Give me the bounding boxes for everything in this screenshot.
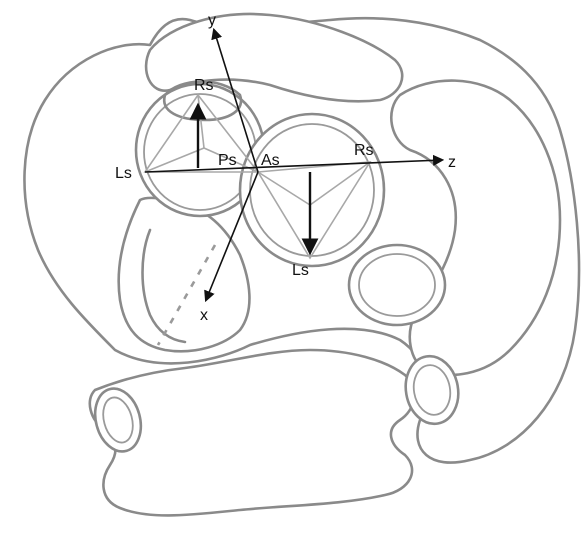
pulmonary-rs-label: Rs xyxy=(194,77,214,94)
pulmonary-ls-label: Ls xyxy=(115,165,132,182)
aortic-as-label: As xyxy=(261,152,280,169)
aortic-ls-label: Ls xyxy=(292,262,309,279)
y-axis-label: y xyxy=(208,12,216,29)
right-mid-vessel xyxy=(349,245,445,325)
aortic-rs-label: Rs xyxy=(354,142,374,159)
x-axis-label: x xyxy=(200,307,208,324)
aortic-annulus xyxy=(240,114,384,266)
pulmonary-ps-label: Ps xyxy=(218,152,237,169)
z-axis-label: z xyxy=(448,154,456,171)
